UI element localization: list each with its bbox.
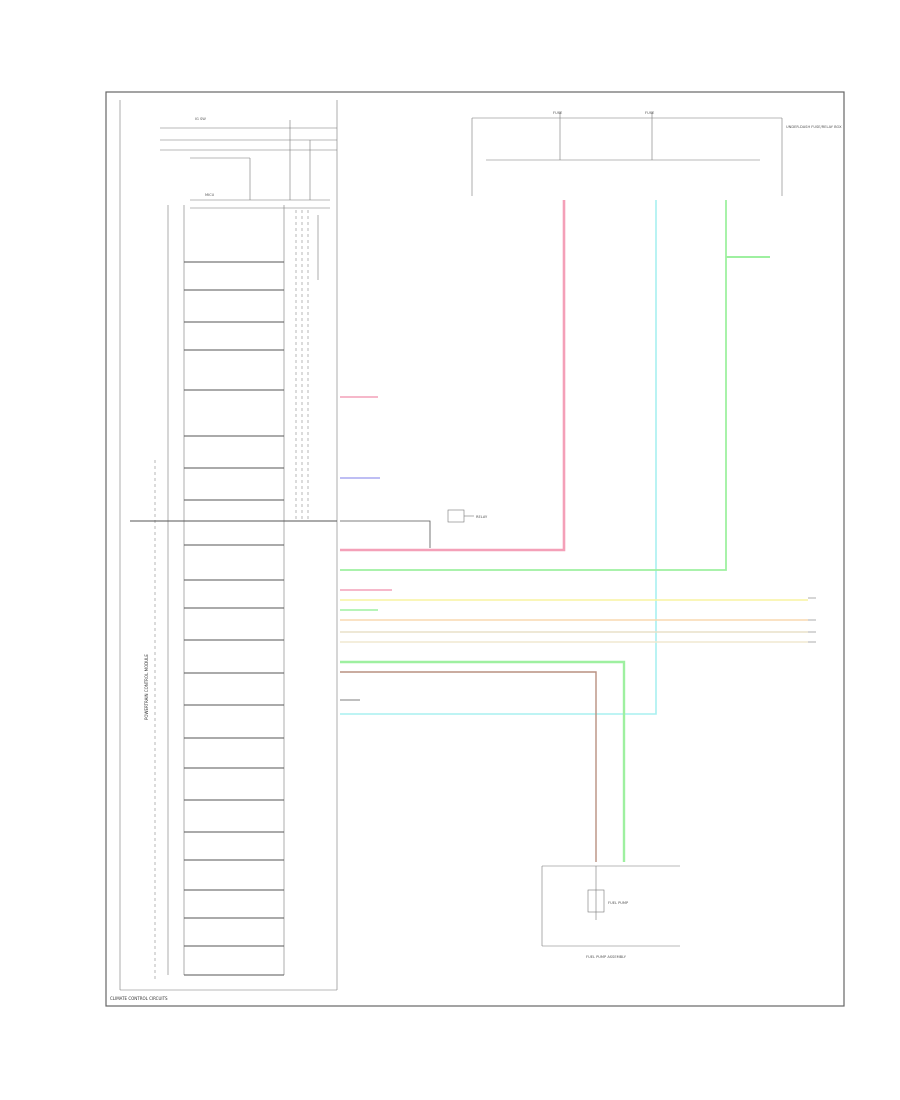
- shield-bundle: [295, 210, 319, 520]
- svg-text:IG SW: IG SW: [195, 117, 206, 121]
- svg-text:UNDER-DASH FUSE/RELAY BOX: UNDER-DASH FUSE/RELAY BOX: [786, 125, 842, 129]
- svg-text:FUEL PUMP ASSEMBLY: FUEL PUMP ASSEMBLY: [586, 955, 627, 959]
- wire-green-upper: [340, 200, 727, 571]
- left-module-block: [119, 100, 338, 991]
- module-input-rows: [130, 261, 337, 976]
- fuel-pump-box: FUEL PUMP FUEL PUMP ASSEMBLY: [541, 865, 680, 959]
- top-right-fuse-box: FUSE FUSE UNDER-DASH FUSE/RELAY BOX: [471, 111, 842, 196]
- svg-text:FUEL PUMP: FUEL PUMP: [608, 901, 629, 905]
- wire-green-lower: [340, 660, 626, 862]
- diagram-frame: [105, 91, 845, 1007]
- svg-text:FUSE: FUSE: [553, 111, 563, 115]
- svg-text:RELAY: RELAY: [476, 515, 488, 519]
- right-connector-pins: [808, 597, 816, 643]
- wire-cyan: [340, 200, 657, 715]
- svg-text:FUSE: FUSE: [645, 111, 655, 115]
- module-vertical-label: POWERTRAIN CONTROL MODULE: [144, 654, 149, 720]
- wire-pink: [340, 200, 566, 552]
- svg-text:MICU: MICU: [205, 193, 215, 197]
- wire-brown: [340, 671, 597, 862]
- relay-symbol: RELAY: [447, 509, 488, 523]
- wire-black-1: [340, 520, 431, 548]
- footer-label: CLIMATE CONTROL CIRCUITS: [110, 996, 168, 1001]
- top-left-fuse-area: IG SW MICU: [160, 117, 337, 209]
